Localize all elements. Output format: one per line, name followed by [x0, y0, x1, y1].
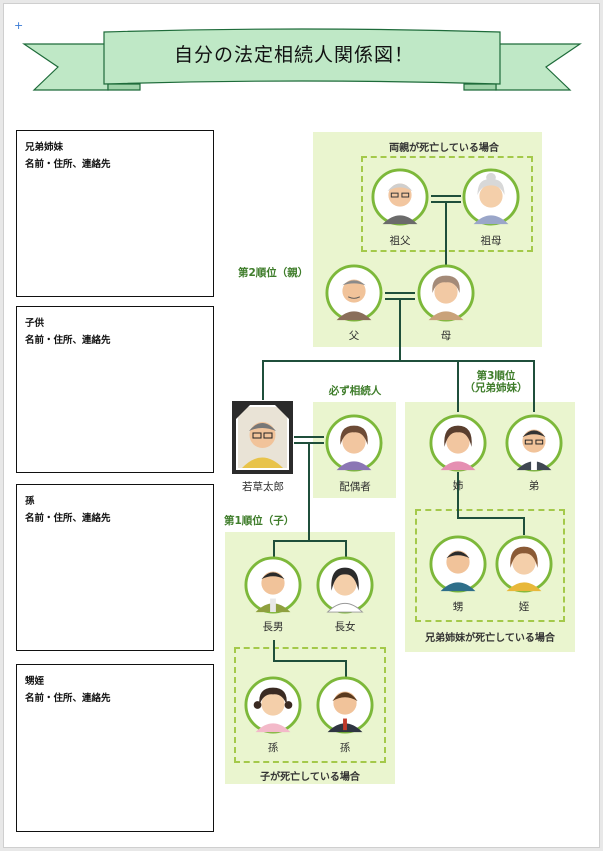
connector-line: [273, 640, 275, 662]
grandchildren-dashed-box: [234, 647, 386, 763]
connector-line: [399, 299, 401, 361]
grandfather-icon: [371, 168, 429, 226]
always-heir-label: 必ず相続人: [328, 385, 382, 397]
connector-line: [385, 292, 415, 294]
connector-line: [308, 443, 310, 541]
plus-marker: +: [14, 19, 24, 32]
siblings-deceased-caption: 兄弟姉妹が死亡している場合: [425, 633, 555, 644]
connector-line: [457, 472, 459, 518]
rank2-label: 第2順位（親）: [238, 267, 309, 279]
grandchild-1-icon: [244, 676, 302, 734]
connector-line: [294, 436, 324, 438]
niece-icon: [495, 535, 553, 593]
mother-label: 母: [440, 330, 452, 342]
spouse-label: 配偶者: [339, 481, 371, 493]
connector-line: [262, 360, 535, 362]
nephews-nieces-box[interactable]: 甥姪 名前・住所、連絡先: [16, 664, 214, 832]
box-title: 子供: [25, 318, 45, 329]
grandfather-label: 祖父: [389, 235, 411, 247]
connector-line: [445, 202, 447, 266]
nephew-label: 甥: [452, 601, 464, 613]
eldest-son-label: 長男: [262, 621, 284, 633]
self-label: 若草太郎: [242, 481, 284, 493]
grandchild-2-icon: [316, 676, 374, 734]
connector-line: [273, 540, 275, 558]
rank1-label: 第1順位（子）: [224, 515, 295, 527]
box-subtitle: 名前・住所、連絡先: [25, 159, 111, 170]
grandchildren-box[interactable]: 孫 名前・住所、連絡先: [16, 484, 214, 651]
siblings-box[interactable]: 兄弟姉妹 名前・住所、連絡先: [16, 130, 214, 297]
grandmother-label: 祖母: [480, 235, 502, 247]
box-subtitle: 名前・住所、連絡先: [25, 513, 111, 524]
connector-line: [273, 540, 346, 542]
box-title: 甥姪: [25, 676, 45, 687]
niece-label: 姪: [518, 601, 530, 613]
connector-line: [457, 360, 459, 412]
box-title: 兄弟姉妹: [25, 142, 64, 153]
children-box[interactable]: 子供 名前・住所、連絡先: [16, 306, 214, 473]
self-portrait-icon: [232, 401, 293, 474]
grandmother-icon: [462, 168, 520, 226]
nephews-dashed-box: [415, 509, 565, 622]
eldest-son-icon: [244, 556, 302, 614]
older-sister-label: 姉: [452, 480, 464, 492]
connector-line: [523, 517, 525, 535]
children-deceased-caption: 子が死亡している場合: [260, 772, 360, 783]
connector-line: [345, 540, 347, 558]
page-title: 自分の法定相続人関係図！: [173, 44, 414, 66]
mother-icon: [417, 264, 475, 322]
connector-line: [273, 660, 346, 662]
spouse-icon: [325, 414, 383, 472]
rank3-label: 第3順位 （兄弟姉妹）: [465, 370, 528, 394]
grandchild-2-label: 孫: [339, 742, 351, 754]
connector-line: [345, 660, 347, 678]
connector-line: [533, 360, 535, 412]
grandparents-deceased-caption: 両親が死亡している場合: [389, 143, 499, 154]
rank3-label-line1: 第3順位: [476, 370, 516, 382]
box-subtitle: 名前・住所、連絡先: [25, 335, 111, 346]
connector-line: [431, 195, 461, 197]
eldest-daughter-label: 長女: [334, 621, 356, 633]
older-sister-icon: [429, 414, 487, 472]
grandchild-1-label: 孫: [267, 742, 279, 754]
connector-line: [262, 360, 264, 400]
connector-line: [457, 517, 524, 519]
eldest-daughter-icon: [316, 556, 374, 614]
nephew-icon: [429, 535, 487, 593]
father-label: 父: [348, 330, 360, 342]
rank3-label-line2: （兄弟姉妹）: [464, 382, 528, 394]
box-title: 孫: [25, 496, 35, 507]
younger-brother-label: 弟: [528, 480, 540, 492]
title-banner: [22, 28, 582, 91]
grandparents-dashed-box: [361, 156, 533, 252]
box-subtitle: 名前・住所、連絡先: [25, 693, 111, 704]
father-icon: [325, 264, 383, 322]
younger-brother-icon: [505, 414, 563, 472]
